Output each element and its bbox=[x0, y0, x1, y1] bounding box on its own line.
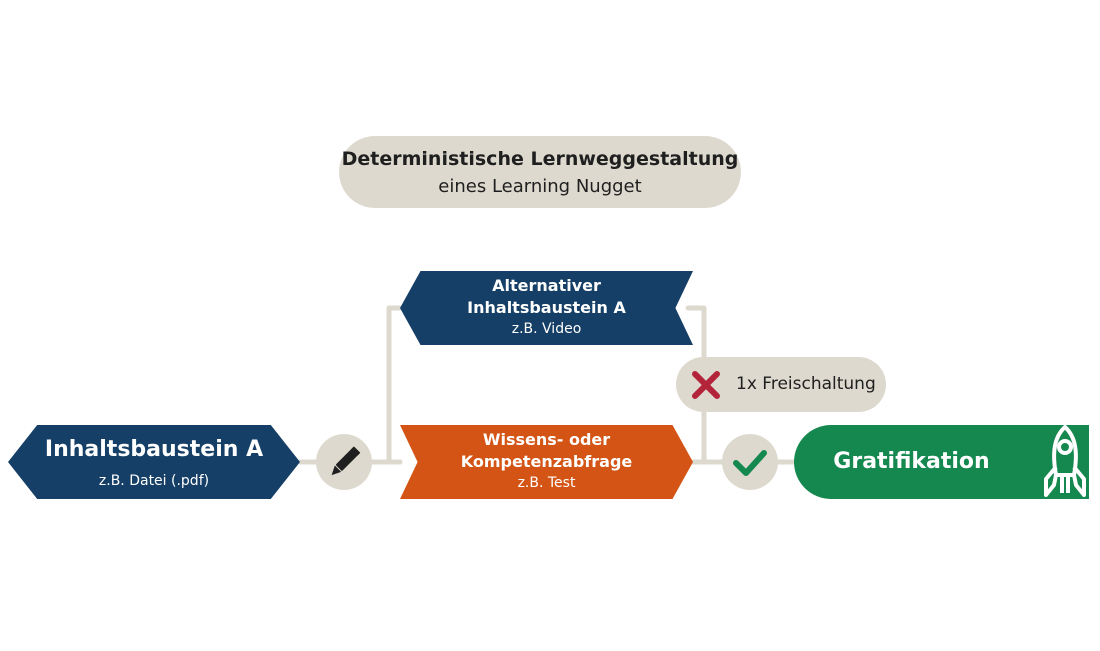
node-content-a-sub: z.B. Datei (.pdf) bbox=[98, 473, 210, 489]
node-alternative-label: Alternativer Inhaltsbaustein A bbox=[400, 275, 693, 319]
node-content-a-label: Inhaltsbaustein A bbox=[44, 437, 264, 462]
pencil-step bbox=[316, 434, 372, 490]
check-icon bbox=[733, 450, 767, 476]
node-alternative-sub: z.B. Video bbox=[511, 321, 582, 337]
title-line1: Deterministische Lernweggestaltung bbox=[341, 148, 739, 170]
node-alternative-label-line2: Inhaltsbaustein A bbox=[467, 298, 626, 317]
unlock-badge: 1x Freischaltung bbox=[676, 357, 886, 412]
cross-icon bbox=[692, 371, 720, 399]
unlock-label: 1x Freischaltung bbox=[736, 374, 876, 394]
node-assessment-label-line2: Kompetenzabfrage bbox=[460, 452, 633, 471]
node-assessment-label-line1: Wissens- oder bbox=[482, 430, 611, 449]
node-reward-label: Gratifikation bbox=[833, 449, 990, 474]
rocket-icon bbox=[1044, 425, 1086, 497]
check-step bbox=[722, 434, 778, 490]
title-line2: eines Learning Nugget bbox=[438, 176, 642, 197]
node-assessment: Wissens- oder Kompetenzabfrage z.B. Test bbox=[400, 425, 693, 499]
connector-loop-to-alternative bbox=[386, 305, 406, 465]
node-assessment-sub: z.B. Test bbox=[517, 475, 576, 491]
node-alternative: Alternativer Inhaltsbaustein A z.B. Vide… bbox=[400, 271, 693, 345]
title-box: Deterministische Lernweggestaltung eines… bbox=[339, 136, 741, 208]
node-assessment-label: Wissens- oder Kompetenzabfrage bbox=[400, 429, 693, 473]
pencil-icon bbox=[331, 446, 361, 476]
node-alternative-label-line1: Alternativer bbox=[492, 276, 601, 295]
node-content-a: Inhaltsbaustein A z.B. Datei (.pdf) bbox=[8, 425, 300, 499]
node-reward: Gratifikation bbox=[794, 425, 1089, 499]
